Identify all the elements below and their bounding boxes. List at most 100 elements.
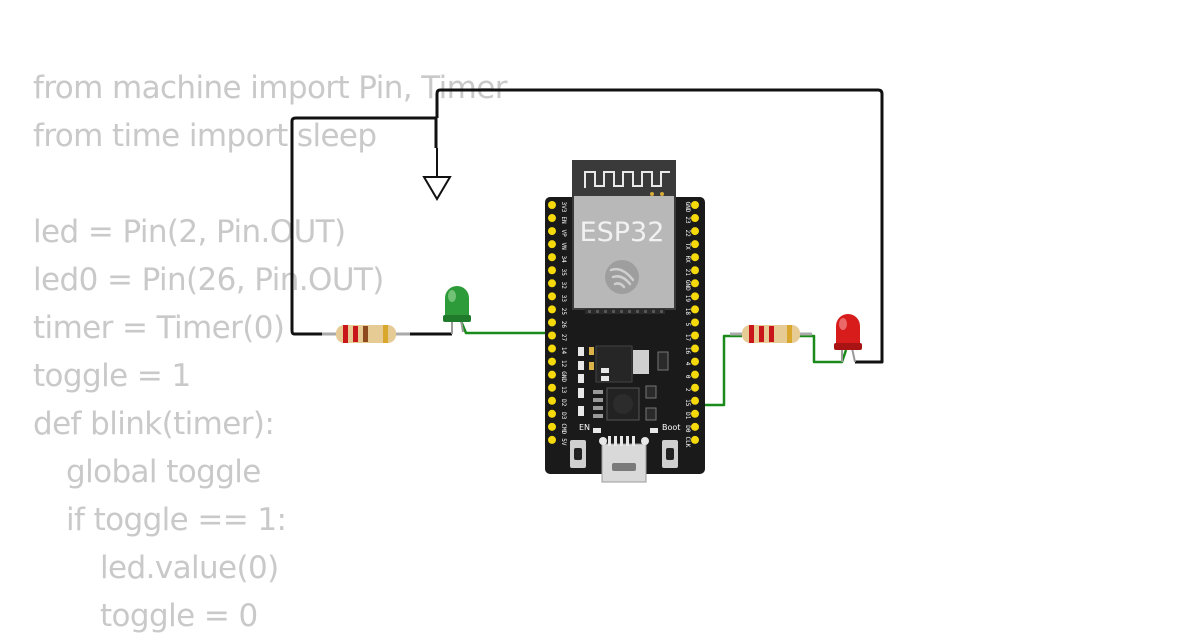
pin-label-left-d2: D2: [560, 399, 567, 407]
pin-pad-left-25[interactable]: [548, 305, 556, 314]
pin-pad-right-5[interactable]: [691, 318, 699, 327]
pin-pad-left-27[interactable]: [548, 331, 556, 340]
pin-pad-right-d0[interactable]: [691, 422, 699, 431]
pin-pad-left-d2[interactable]: [548, 396, 556, 405]
pin-pad-left-vn[interactable]: [548, 240, 556, 249]
boot-button-label: Boot: [662, 423, 680, 432]
pin-pad-right-gnd[interactable]: [691, 279, 699, 288]
pin-pad-left-5v[interactable]: [548, 435, 556, 444]
pin-label-right-tx: TX: [684, 243, 691, 251]
pin-pad-right-rx[interactable]: [691, 253, 699, 262]
code-line-7: toggle = 1: [33, 358, 191, 394]
pin-pad-left-3v3[interactable]: [548, 201, 556, 209]
pin-pad-left-32[interactable]: [548, 279, 556, 288]
pin-pad-right-16[interactable]: [691, 344, 699, 353]
pin-label-right-16: 16: [684, 347, 691, 355]
pin-label-right-d0: D0: [684, 425, 691, 433]
code-line-11: led.value(0): [100, 550, 279, 586]
resistor-right[interactable]: [730, 325, 812, 343]
pin-label-left-13: 13: [560, 386, 567, 394]
code-line-12: toggle = 0: [100, 598, 258, 634]
pin-label-right-0: 0: [684, 375, 691, 379]
pin-label-left-vn: VN: [560, 243, 567, 251]
pin-label-left-27: 27: [560, 334, 567, 342]
pin-label-right-gnd: GND: [684, 280, 691, 291]
pin-label-left-12: 12: [560, 360, 567, 368]
pin-pad-right-23[interactable]: [691, 214, 699, 223]
en-button[interactable]: EN: [570, 423, 590, 468]
pin-pad-right-d1[interactable]: [691, 409, 699, 418]
code-listing: from machine import Pin, Timer from time…: [33, 64, 507, 640]
pin-pad-right-0[interactable]: [691, 370, 699, 379]
pin-label-left-cmd: CMD: [560, 423, 567, 434]
code-line-4: led = Pin(2, Pin.OUT): [33, 214, 346, 250]
pin-pad-right-clk[interactable]: [691, 435, 699, 444]
chip-label: ESP32: [580, 217, 665, 248]
code-line-2: from time import sleep: [33, 118, 377, 154]
pin-label-left-26: 26: [560, 321, 567, 329]
code-line-5: led0 = Pin(26, Pin.OUT): [33, 262, 384, 298]
pin-label-left-5v: 5V: [560, 438, 567, 446]
boot-button[interactable]: Boot: [662, 423, 680, 468]
pin-label-right-gnd: GND: [684, 202, 691, 213]
code-line-10: if toggle == 1:: [66, 502, 287, 538]
ground-wire-right: [435, 88, 884, 364]
pin-pad-left-13[interactable]: [548, 383, 556, 392]
esp32-board[interactable]: ESP32: [545, 160, 705, 483]
pin-pad-left-gnd[interactable]: [548, 370, 556, 379]
pin-pad-left-vp[interactable]: [548, 227, 556, 236]
pin-pad-right-tx[interactable]: [691, 240, 699, 249]
code-line-8: def blink(timer):: [33, 406, 275, 442]
pin-pad-left-12[interactable]: [548, 357, 556, 366]
pin-label-right-5: 5: [684, 323, 691, 327]
pin-label-right-d1: D1: [684, 412, 691, 420]
pin-pad-left-14[interactable]: [548, 344, 556, 353]
en-button-label: EN: [579, 423, 590, 432]
green-led[interactable]: [443, 286, 471, 334]
pin-pad-right-19[interactable]: [691, 292, 699, 301]
pin-pad-left-26[interactable]: [548, 318, 556, 327]
pin-pad-right-21[interactable]: [691, 266, 699, 275]
ground-wire-left: [290, 116, 452, 336]
pin-label-left-25: 25: [560, 308, 567, 316]
pin-pad-right-18[interactable]: [691, 305, 699, 314]
pin-label-left-33: 33: [560, 295, 567, 303]
ground-wires[interactable]: [290, 88, 884, 364]
signal-wire-gpio26: [459, 320, 551, 335]
code-line-9: global toggle: [66, 454, 261, 490]
pin-label-left-34: 34: [560, 256, 567, 264]
pin-label-left-gnd: GND: [560, 371, 567, 382]
pin-label-left-d3: D3: [560, 412, 567, 420]
signal-wire-red-led: [797, 334, 848, 364]
pin-label-right-4: 4: [684, 362, 691, 366]
pin-pad-right-2[interactable]: [691, 383, 699, 392]
red-led[interactable]: [834, 314, 862, 363]
pin-pad-left-34[interactable]: [548, 253, 556, 262]
code-line-6: timer = Timer(0): [33, 310, 285, 346]
pin-label-right-23: 23: [684, 216, 691, 224]
pin-pad-left-35[interactable]: [548, 266, 556, 275]
pin-pad-right-22[interactable]: [691, 227, 699, 236]
pin-label-right-19: 19: [684, 295, 691, 303]
pin-pad-right-4[interactable]: [691, 357, 699, 366]
pin-pad-right-17[interactable]: [691, 331, 699, 340]
pin-label-right-15: 15: [684, 399, 691, 407]
pin-label-right-rx: RX: [684, 256, 691, 264]
pin-pad-right-gnd[interactable]: [691, 201, 699, 209]
pin-pad-right-15[interactable]: [691, 396, 699, 405]
left-pin-header: 3V3ENVPVN343532332526271412GND13D2D3CMD5…: [548, 201, 567, 446]
resistor-left[interactable]: [322, 325, 410, 343]
micro-usb-port: [599, 436, 649, 483]
pin-label-left-3v3: 3V3: [560, 202, 567, 213]
pin-label-right-21: 21: [684, 269, 691, 277]
pin-label-right-18: 18: [684, 308, 691, 316]
pin-pad-left-33[interactable]: [548, 292, 556, 301]
pin-pad-left-en[interactable]: [548, 214, 556, 223]
pin-label-left-14: 14: [560, 347, 567, 355]
pin-pad-left-d3[interactable]: [548, 409, 556, 418]
pin-label-right-clk: CLK: [684, 436, 691, 447]
pin-pad-left-cmd[interactable]: [548, 422, 556, 431]
pin-label-left-32: 32: [560, 282, 567, 290]
